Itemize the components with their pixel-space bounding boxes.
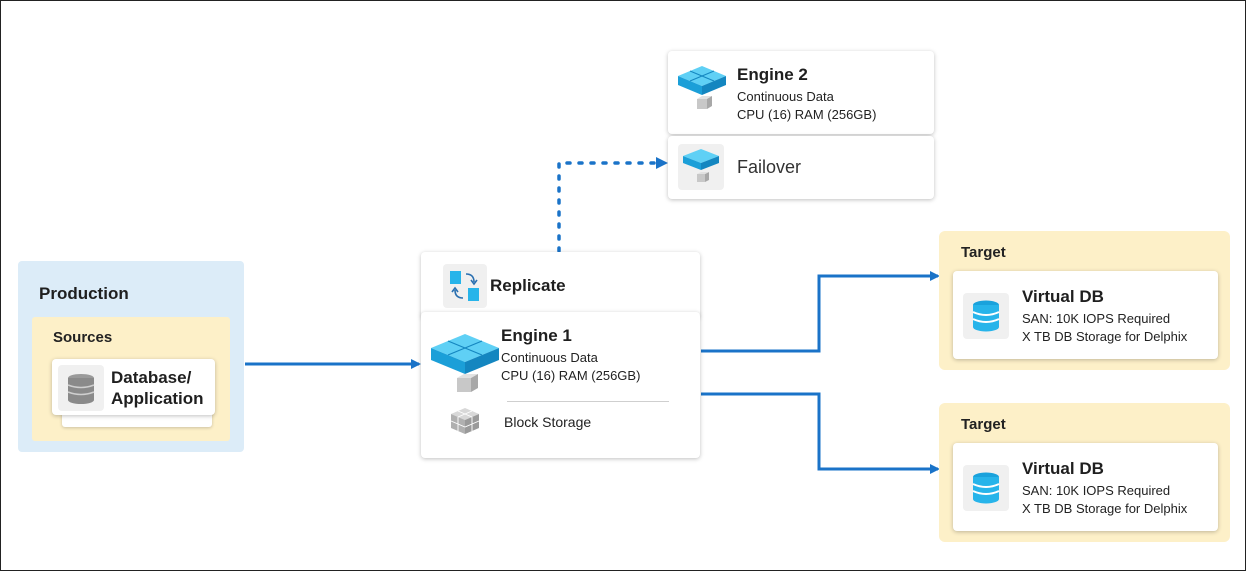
database-application-card[interactable]: Database/ Application bbox=[52, 359, 215, 415]
virtual-db-title-2: Virtual DB bbox=[1022, 459, 1104, 478]
database-icon bbox=[58, 365, 104, 411]
source-label-line1: Database/ bbox=[111, 368, 192, 387]
replicate-to-failover-arrow bbox=[557, 161, 663, 253]
virtual-db-title-1: Virtual DB bbox=[1022, 287, 1104, 306]
virtual-db-icon bbox=[963, 293, 1009, 339]
engine2-line1: Continuous Data bbox=[737, 89, 834, 104]
virtual-db-card-1[interactable]: Virtual DB SAN: 10K IOPS Required X TB D… bbox=[953, 271, 1218, 359]
target-group-2: Target Virtual DB SAN: 10K IOPS Required… bbox=[939, 403, 1230, 542]
block-storage-icon bbox=[447, 405, 483, 437]
replicate-icon bbox=[443, 264, 487, 308]
virtual-db-card-2[interactable]: Virtual DB SAN: 10K IOPS Required X TB D… bbox=[953, 443, 1218, 531]
failover-card[interactable]: Failover bbox=[668, 136, 934, 199]
production-group: Production Sources Database/ Application bbox=[18, 261, 244, 452]
engine1-title: Engine 1 bbox=[501, 326, 572, 345]
block-storage-label: Block Storage bbox=[504, 414, 592, 430]
target-group-1: Target Virtual DB SAN: 10K IOPS Required… bbox=[939, 231, 1230, 370]
engine2-card[interactable]: Engine 2 Continuous Data CPU (16) RAM (2… bbox=[668, 51, 934, 134]
source-label: Database/ Application bbox=[111, 367, 204, 409]
replicate-label: Replicate bbox=[490, 276, 566, 295]
failover-label: Failover bbox=[737, 157, 802, 177]
replicate-arrowhead bbox=[656, 157, 668, 169]
engine2-title: Engine 2 bbox=[737, 65, 808, 84]
engine1-divider bbox=[507, 401, 669, 402]
sources-title: Sources bbox=[53, 329, 113, 346]
sources-group: Sources Database/ Application bbox=[32, 317, 230, 441]
virtual-db-line1-2: SAN: 10K IOPS Required bbox=[1022, 483, 1171, 498]
engine1-line1: Continuous Data bbox=[501, 350, 598, 365]
source-label-line2: Application bbox=[111, 389, 204, 408]
engine1-line2: CPU (16) RAM (256GB) bbox=[501, 368, 641, 383]
virtual-db-line2-1: X TB DB Storage for Delphix bbox=[1022, 329, 1188, 344]
engine1-to-target1-arrow bbox=[701, 271, 940, 353]
target-title-1: Target bbox=[961, 244, 1006, 261]
replicate-card[interactable]: Replicate bbox=[421, 252, 700, 318]
engine1-to-target2-arrow bbox=[701, 392, 940, 474]
production-title: Production bbox=[39, 284, 129, 303]
target-title-2: Target bbox=[961, 416, 1006, 433]
engine1-icon bbox=[429, 330, 501, 396]
engine1-card[interactable]: Engine 1 Continuous Data CPU (16) RAM (2… bbox=[421, 312, 700, 458]
engine2-line2: CPU (16) RAM (256GB) bbox=[737, 107, 877, 122]
virtual-db-icon bbox=[963, 465, 1009, 511]
virtual-db-line2-2: X TB DB Storage for Delphix bbox=[1022, 501, 1188, 516]
virtual-db-line1-1: SAN: 10K IOPS Required bbox=[1022, 311, 1171, 326]
engine2-icon bbox=[676, 63, 728, 113]
failover-icon bbox=[678, 144, 724, 190]
